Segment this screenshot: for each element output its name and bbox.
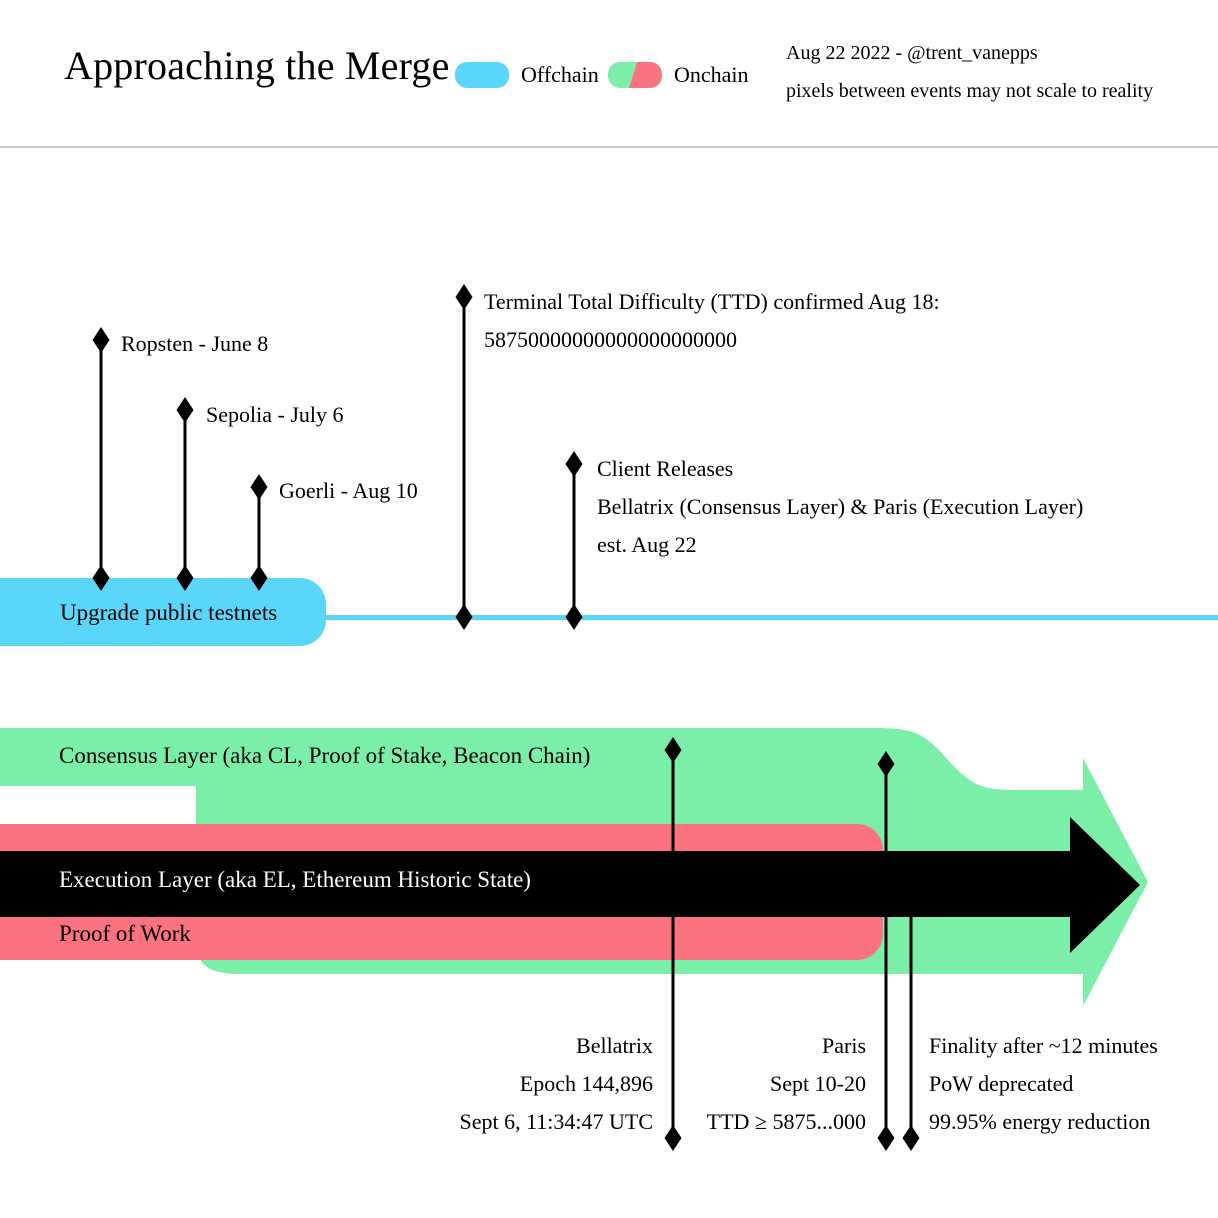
onchain-event-marker-bottom-finality (902, 1125, 920, 1151)
testnet-marker-top-sepolia (176, 397, 194, 423)
onchain-event-marker-top-paris (877, 751, 895, 777)
offchain-event-marker-bottom-client-releases (565, 604, 583, 630)
finality-line-1: Finality after ~12 minutes (929, 1033, 1158, 1058)
onchain-event-label-finality: Finality after ~12 minutes PoW deprecate… (929, 1027, 1158, 1141)
onchain-event-stem-paris (884, 763, 888, 1138)
bellatrix-line-1: Bellatrix (576, 1033, 653, 1058)
page-title: Approaching the Merge (64, 43, 450, 88)
upgrade-public-testnets-label: Upgrade public testnets (60, 600, 278, 625)
onchain-swatch-icon (608, 62, 662, 88)
consensus-layer-bar (0, 728, 885, 786)
client-releases-line-2: Bellatrix (Consensus Layer) & Paris (Exe… (597, 494, 1084, 519)
header: Approaching the Merge Offchain Onchain A… (0, 0, 1218, 148)
consensus-layer-label: Consensus Layer (aka CL, Proof of Stake,… (59, 743, 591, 768)
attribution: Aug 22 2022 - @trent_vanepps pixels betw… (786, 34, 1153, 110)
testnet-marker-top-goerli (250, 474, 268, 500)
testnet-marker-top-ropsten (92, 327, 110, 353)
finality-line-2: PoW deprecated (929, 1071, 1074, 1096)
testnet-marker-bottom-sepolia (176, 565, 194, 591)
testnet-marker-stem-ropsten (99, 338, 103, 578)
offchain-event-label-client-releases: Client Releases Bellatrix (Consensus Lay… (597, 450, 1083, 564)
testnet-marker-bottom-ropsten (92, 565, 110, 591)
offchain-event-marker-top-ttd (455, 284, 473, 310)
offchain-event-marker-bottom-ttd (455, 604, 473, 630)
legend-item-onchain: Onchain (608, 62, 749, 88)
testnet-marker-stem-sepolia (183, 408, 187, 578)
client-releases-line-1: Client Releases (597, 456, 734, 481)
ttd-line-1: Terminal Total Difficulty (TTD) confirme… (484, 289, 940, 314)
bellatrix-line-2: Epoch 144,896 (519, 1071, 653, 1096)
offchain-event-stem-client-releases (572, 463, 576, 618)
attribution-line-2: pixels between events may not scale to r… (786, 80, 1154, 102)
onchain-event-stem-finality (909, 880, 913, 1138)
execution-layer-label: Execution Layer (aka EL, Ethereum Histor… (59, 867, 531, 892)
attribution-line-1: Aug 22 2022 - @trent_vanepps (786, 42, 1038, 64)
offchain-swatch-icon (455, 62, 509, 88)
finality-line-3: 99.95% energy reduction (929, 1109, 1151, 1134)
onchain-event-label-paris: Paris Sept 10-20 TTD ≥ 5875...000 (606, 1027, 866, 1141)
onchain-event-marker-bottom-bellatrix (664, 1125, 682, 1151)
paris-line-2: Sept 10-20 (770, 1071, 866, 1096)
offchain-timeline-line (326, 615, 1218, 620)
legend-item-offchain: Offchain (455, 62, 599, 88)
onchain-event-stem-bellatrix (671, 749, 675, 1138)
paris-line-3: TTD ≥ 5875...000 (706, 1109, 866, 1134)
testnet-label-ropsten: Ropsten - June 8 (121, 331, 269, 356)
legend-label-offchain: Offchain (521, 62, 599, 87)
offchain-event-stem-ttd (462, 295, 466, 618)
bellatrix-line-3: Sept 6, 11:34:47 UTC (459, 1109, 653, 1134)
onchain-event-marker-bottom-paris (877, 1125, 895, 1151)
upgrade-public-testnets-bar (0, 578, 326, 646)
legend-label-onchain: Onchain (674, 62, 749, 87)
execution-layer-arrow (0, 817, 1140, 953)
offchain-event-label-ttd: Terminal Total Difficulty (TTD) confirme… (484, 283, 940, 359)
testnet-label-sepolia: Sepolia - July 6 (206, 402, 344, 427)
onchain-event-label-bellatrix: Bellatrix Epoch 144,896 Sept 6, 11:34:47… (353, 1027, 653, 1141)
client-releases-line-3: est. Aug 22 (597, 532, 697, 557)
offchain-event-marker-top-client-releases (565, 451, 583, 477)
ttd-line-2: 58750000000000000000000 (484, 327, 737, 352)
proof-of-work-label: Proof of Work (59, 921, 191, 946)
testnet-label-goerli: Goerli - Aug 10 (279, 478, 418, 503)
paris-line-1: Paris (822, 1033, 866, 1058)
testnet-marker-bottom-goerli (250, 565, 268, 591)
testnet-marker-stem-goerli (257, 485, 261, 578)
onchain-event-marker-top-bellatrix (664, 737, 682, 763)
